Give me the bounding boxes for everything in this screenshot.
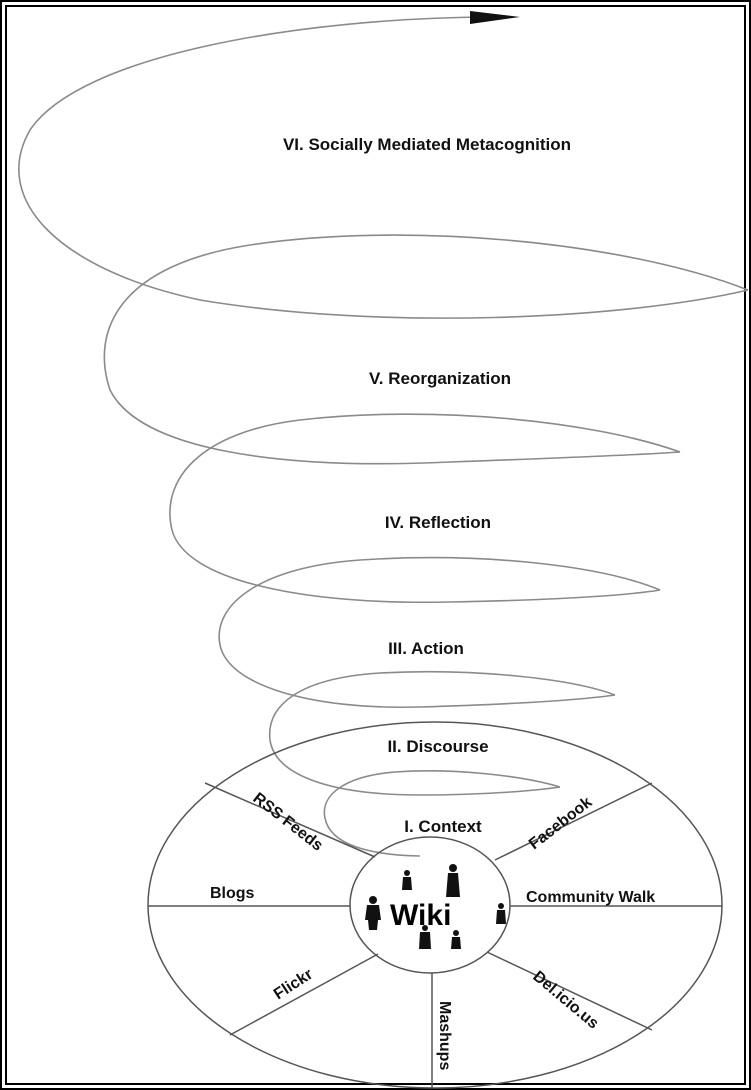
spoke-line [486, 951, 653, 1031]
stage-label-iii: III. Action [388, 639, 464, 658]
spiral-loop-v [103, 234, 749, 465]
tool-label-flickr: Flickr [271, 966, 316, 1004]
stage-label-vi: VI. Socially Mediated Metacognition [283, 135, 571, 154]
spiral-loop-ii [268, 670, 616, 796]
spoke-line [229, 953, 379, 1036]
tool-label-rss: RSS Feeds [250, 790, 326, 855]
wheel-outer-ring [147, 721, 723, 1089]
tool-label-facebook: Facebook [526, 794, 595, 853]
spiral-loop-vi [18, 16, 749, 319]
tool-label-community-walk: Community Walk [526, 889, 655, 906]
stage-label-ii: II. Discourse [387, 737, 488, 756]
tool-label-mashups: Mashups [436, 1001, 453, 1070]
spiral-path [18, 11, 749, 857]
wheel-hub-ring [349, 836, 511, 974]
spiral-loop-iii [218, 556, 661, 709]
tool-label-blogs: Blogs [210, 885, 255, 902]
spiral-loop-iv [169, 413, 681, 604]
people-silhouettes-icon [365, 864, 506, 949]
arrow-head-icon [470, 11, 520, 24]
stage-label-iv: IV. Reflection [385, 513, 491, 532]
spoke-line [204, 782, 376, 858]
stage-label-i: I. Context [404, 817, 482, 836]
spoke-line [494, 782, 653, 861]
hub-label-wiki: Wiki [390, 899, 451, 932]
spiral-loop-i [323, 770, 561, 857]
stage-label-v: V. Reorganization [369, 369, 511, 388]
tool-wheel [147, 721, 723, 1089]
